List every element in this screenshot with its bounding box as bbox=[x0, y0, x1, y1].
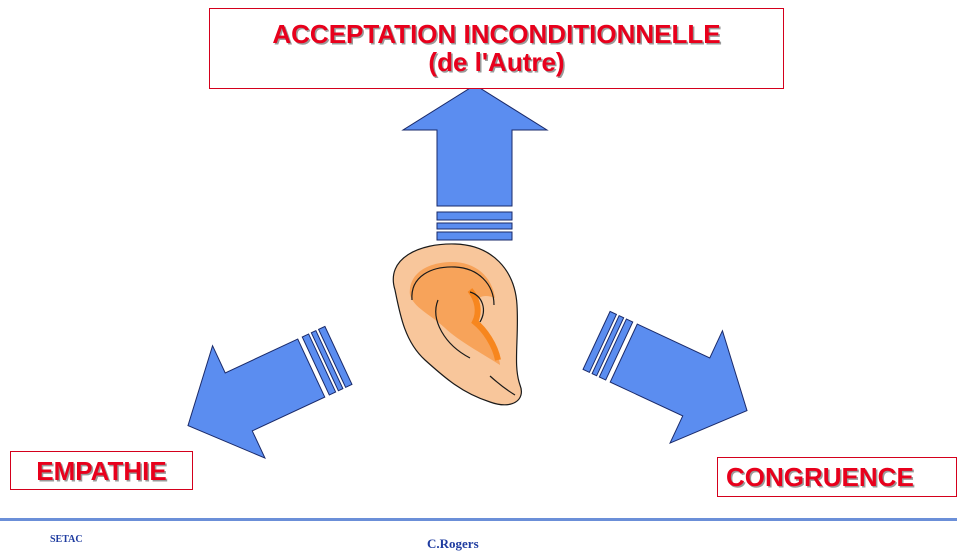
empathie-label: EMPATHIE bbox=[10, 451, 193, 490]
footer-divider bbox=[0, 518, 957, 521]
arrow-down-right-icon bbox=[570, 284, 773, 467]
acceptation-label-line1: ACCEPTATION INCONDITIONNELLE bbox=[210, 20, 783, 48]
acceptation-label: ACCEPTATION INCONDITIONNELLE (de l'Autre… bbox=[209, 8, 784, 89]
congruence-label: CONGRUENCE bbox=[717, 457, 957, 497]
arrow-up-icon bbox=[403, 85, 547, 240]
ear-icon bbox=[393, 244, 521, 405]
footer-author: C.Rogers bbox=[427, 536, 479, 552]
footer-organization: SETAC bbox=[50, 534, 83, 545]
acceptation-label-line2: (de l'Autre) bbox=[210, 48, 783, 76]
